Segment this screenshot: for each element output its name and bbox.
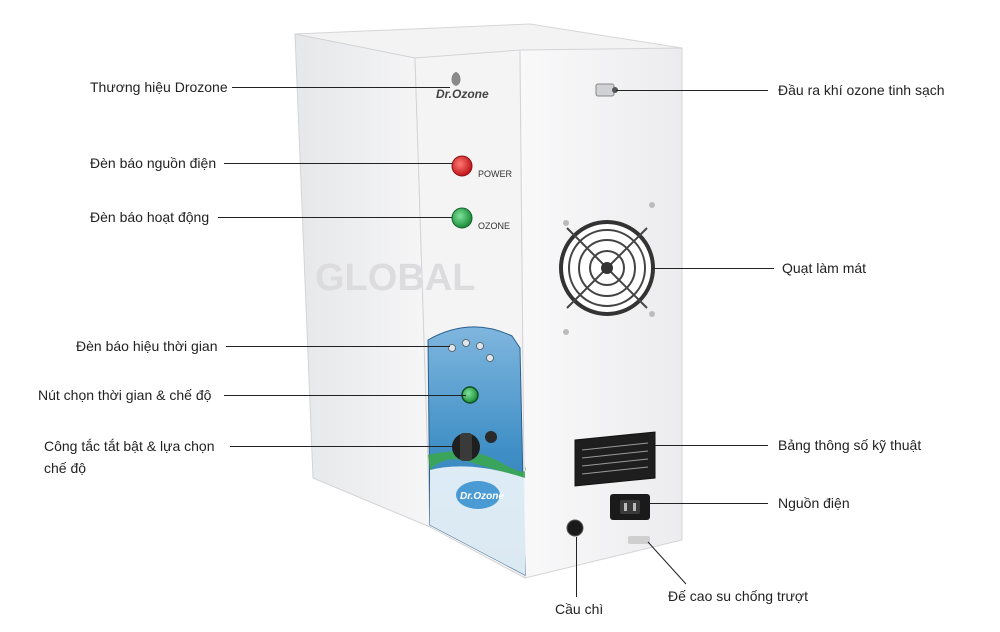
callout-line-time-light (226, 346, 450, 347)
time-indicator-leds (448, 339, 494, 362)
callout-line-brand (232, 87, 450, 88)
callout-line-outlet (616, 90, 768, 91)
rubber-foot (628, 536, 650, 544)
callout-line-feet (647, 541, 687, 585)
label-time-light: Đèn báo hiệu thời gian (76, 338, 218, 354)
power-socket (610, 494, 650, 520)
callout-line-spec (655, 445, 768, 446)
label-spec-plate: Bảng thông số kỹ thuật (778, 437, 922, 453)
panel-wave (428, 451, 526, 478)
rotary-switch[interactable] (452, 431, 497, 461)
power-label: POWER (478, 169, 513, 179)
callout-line-power (224, 163, 452, 164)
callout-line-fan (652, 268, 774, 269)
power-led (451, 155, 473, 177)
label-run-light: Đèn báo hoạt động (90, 209, 210, 225)
callout-line-switch (230, 446, 458, 447)
label-fuse: Cầu chì (555, 601, 604, 617)
label-time-button: Nút chọn thời gian & chế độ (38, 387, 212, 403)
side-watermark: GLOBAL (315, 257, 475, 299)
ozone-outlet (595, 83, 618, 97)
label-outlet: Đầu ra khí ozone tinh sạch (778, 82, 945, 98)
label-brand: Thương hiệu Drozone (90, 79, 228, 95)
label-power-light: Đèn báo nguồn điện (90, 155, 217, 171)
spec-plate (574, 431, 656, 487)
ozone-led (451, 207, 473, 229)
panel-lower (430, 466, 525, 575)
fuse-holder (566, 519, 584, 537)
brand-logo: Dr.Ozone (436, 72, 489, 101)
callout-line-time-button (224, 395, 466, 396)
label-fan: Quạt làm mát (782, 260, 867, 276)
brand-logo-text: Dr.Ozone (436, 87, 489, 101)
panel-logo-text: Dr.Ozone (460, 491, 504, 502)
callout-line-run (218, 217, 452, 218)
label-switch-line2: chế độ (44, 460, 87, 476)
label-rubber-feet: Đế cao su chống trượt (668, 588, 808, 604)
label-switch-line1: Công tắc tắt bật & lựa chọn (44, 438, 215, 454)
ozone-label: OZONE (478, 221, 510, 231)
panel-logo-badge (456, 481, 500, 509)
callout-line-power-input (650, 503, 768, 504)
label-power-input: Nguồn điện (778, 495, 850, 511)
callout-line-fuse (576, 537, 577, 597)
